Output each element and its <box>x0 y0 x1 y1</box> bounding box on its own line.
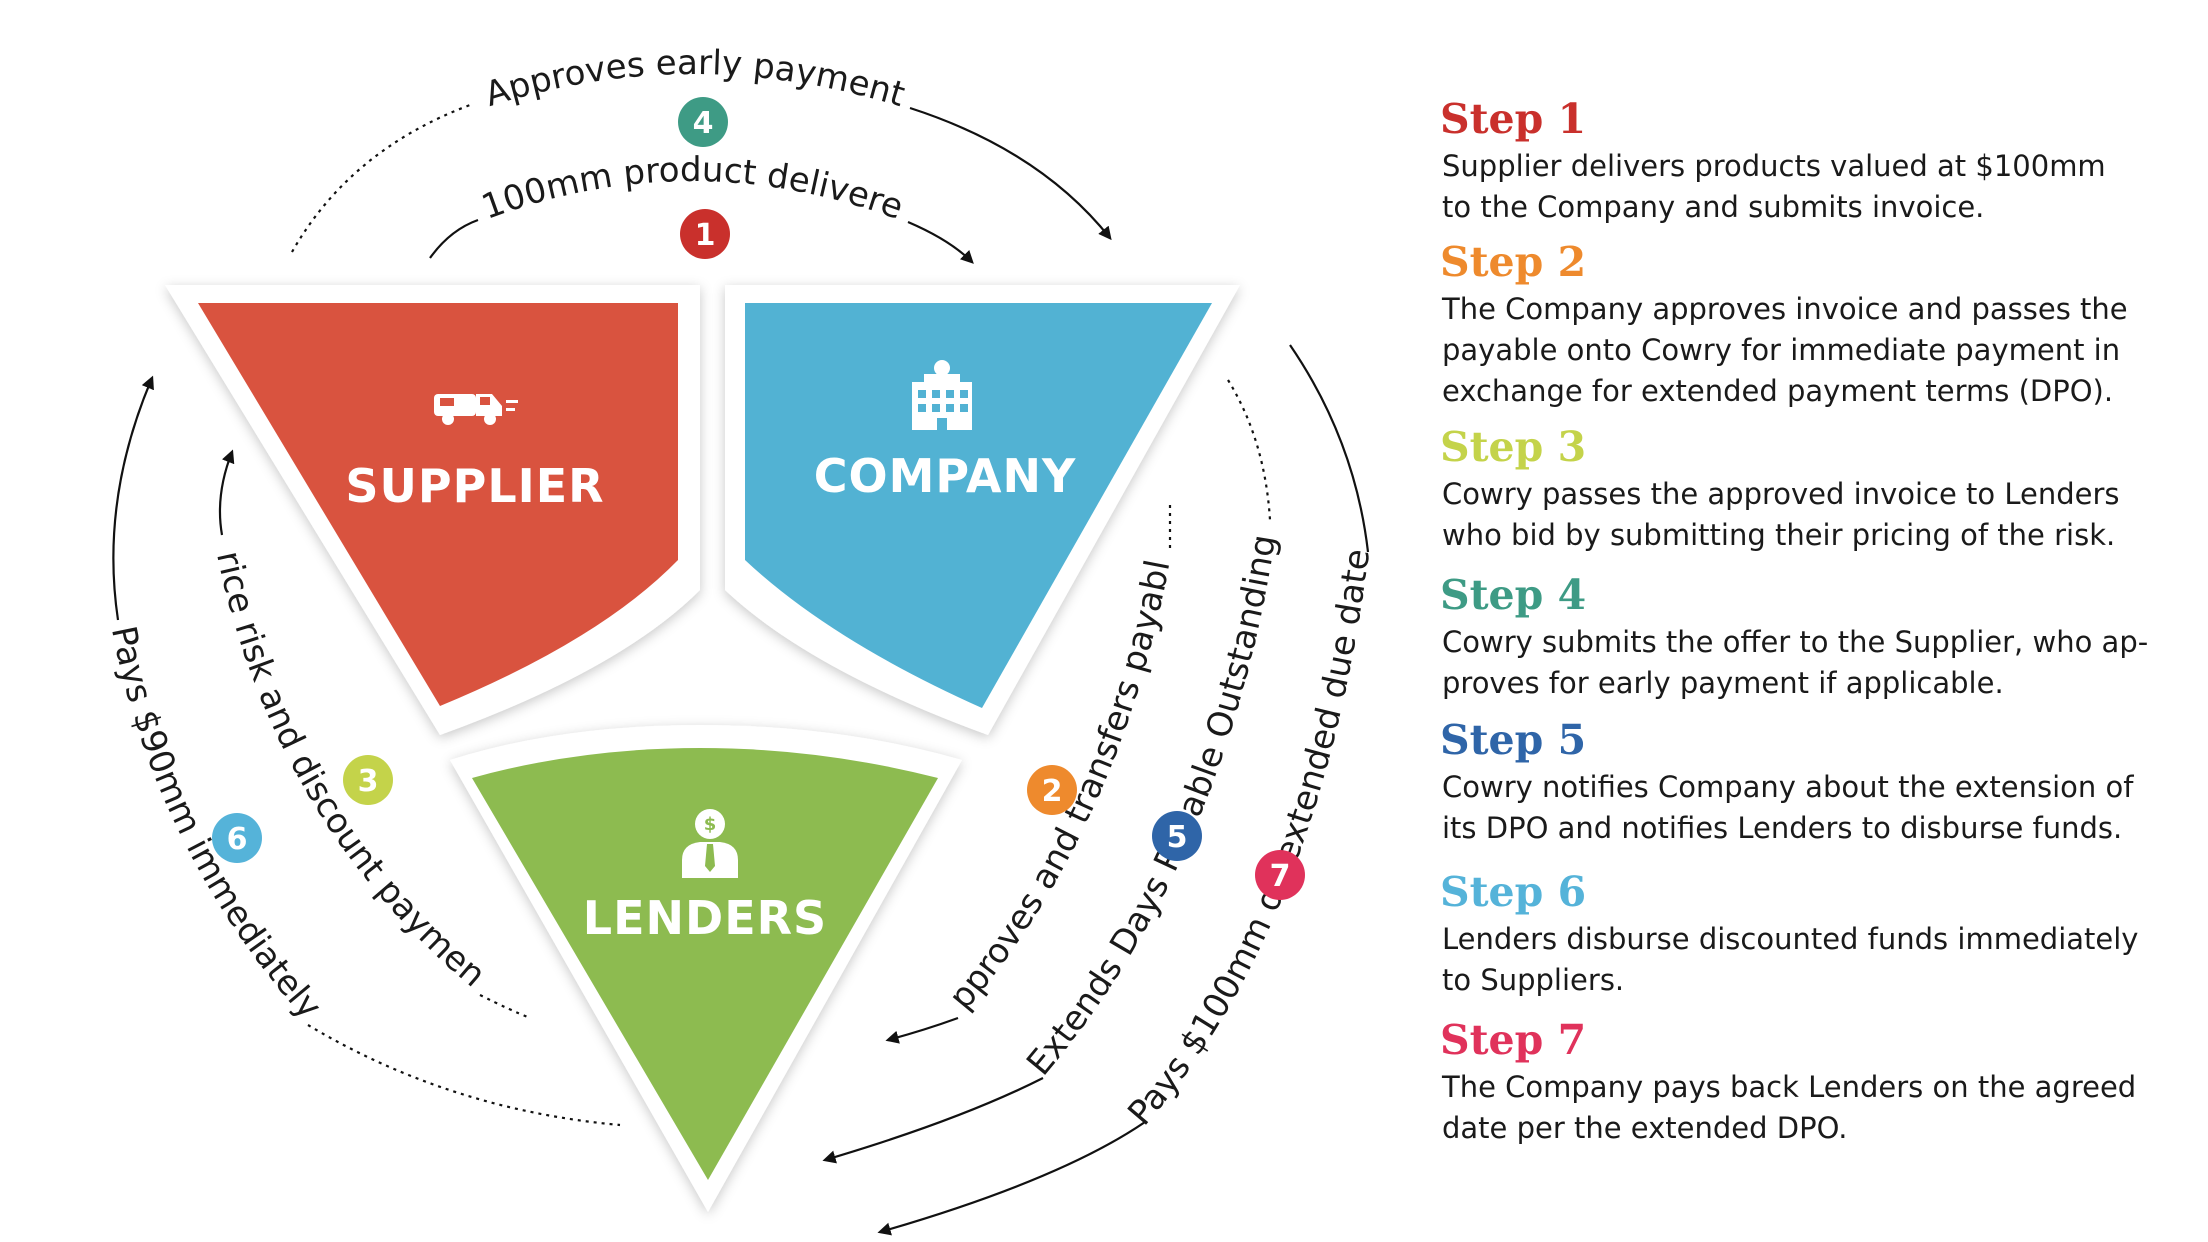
step-1-description: Supplier delivers products valued at $10… <box>1442 149 2106 224</box>
segment-company: COMPANY <box>725 285 1240 735</box>
step-7-description: The Company pays back Lenders on the agr… <box>1442 1070 2137 1145</box>
segment-supplier-label: SUPPLIER <box>345 459 604 513</box>
step-6-description: Lenders disburse discounted funds immedi… <box>1442 922 2139 997</box>
truck-icon <box>434 394 518 425</box>
step-2: Step 2 The Company approves invoice and … <box>1440 239 2180 412</box>
step-6: Step 6 Lenders disburse discounted funds… <box>1440 869 2180 1001</box>
step-3: Step 3 Cowry passes the approved invoice… <box>1440 424 2180 556</box>
arrow-pays-immediately-head <box>112 375 154 621</box>
segment-supplier-fill <box>198 303 678 706</box>
svg-text:1: 1 <box>695 218 716 253</box>
badge-3: 3 <box>343 755 393 805</box>
segment-lenders-fill <box>472 748 938 1180</box>
cycle-diagram: Approves early payment $100mm product de… <box>0 0 1378 1236</box>
badge-6: 6 <box>212 813 262 863</box>
step-2-title: Step 2 <box>1440 238 1587 286</box>
svg-text:$: $ <box>704 814 717 835</box>
step-5-title: Step 5 <box>1440 716 1587 764</box>
connector-lines <box>112 103 1370 1236</box>
segment-company-label: COMPANY <box>814 449 1077 503</box>
step-1: Step 1 Supplier delivers products valued… <box>1440 96 2180 228</box>
badge-1: 1 <box>680 209 730 259</box>
step-5-description: Cowry notifies Company about the extensi… <box>1442 770 2134 845</box>
step-3-description: Cowry passes the approved invoice to Len… <box>1442 477 2120 552</box>
arrow-product-delivered-head <box>907 220 974 264</box>
step-badges: 1 2 3 4 5 6 7 <box>212 97 1305 900</box>
step-4: Step 4 Cowry submits the offer to the Su… <box>1440 572 2180 704</box>
svg-text:5: 5 <box>1167 820 1188 855</box>
segment-company-fill <box>745 303 1212 708</box>
arrow-product-delivered-start <box>429 218 479 259</box>
arrow-transfers-head <box>885 1016 959 1044</box>
svg-text:3: 3 <box>358 764 379 799</box>
step-2-description: The Company approves invoice and passes … <box>1442 292 2128 408</box>
arrow-extends-dotted <box>1227 379 1272 521</box>
step-7-title: Step 7 <box>1440 1016 1587 1064</box>
svg-text:4: 4 <box>693 106 714 141</box>
building-icon <box>912 360 972 430</box>
step-3-title: Step 3 <box>1440 423 1587 471</box>
badge-2: 2 <box>1027 765 1077 815</box>
segment-lenders: $ LENDERS <box>450 725 962 1212</box>
step-7: Step 7 The Company pays back Lenders on … <box>1440 1017 2180 1149</box>
step-4-title: Step 4 <box>1440 571 1587 619</box>
step-4-description: Cowry submits the offer to the Supplier,… <box>1442 625 2149 700</box>
svg-text:6: 6 <box>227 822 248 857</box>
step-5: Step 5 Cowry notifies Company about the … <box>1440 717 2180 849</box>
arrow-pays-immediately-dotted <box>307 1024 621 1127</box>
step-6-title: Step 6 <box>1440 868 1587 916</box>
segment-supplier: SUPPLIER <box>165 285 700 735</box>
arrow-extends-head <box>822 1077 1044 1164</box>
arrow-approves-early-payment-head <box>909 106 1112 241</box>
svg-text:7: 7 <box>1270 859 1291 894</box>
badge-5: 5 <box>1152 811 1202 861</box>
arrow-approves-early-payment <box>291 103 471 253</box>
arrow-price-risk-dotted <box>479 994 531 1020</box>
arrow-pays-extended-top <box>1289 344 1370 553</box>
arrow-pays-extended-head <box>877 1121 1146 1236</box>
badge-7: 7 <box>1255 850 1305 900</box>
badge-4: 4 <box>678 97 728 147</box>
svg-text:2: 2 <box>1042 774 1063 809</box>
businessman-icon: $ <box>682 809 738 878</box>
arrow-price-risk-head <box>218 449 235 536</box>
segment-lenders-label: LENDERS <box>583 891 827 945</box>
step-1-title: Step 1 <box>1440 95 1587 143</box>
label-product-delivered: $100mm product delivered <box>0 0 908 228</box>
